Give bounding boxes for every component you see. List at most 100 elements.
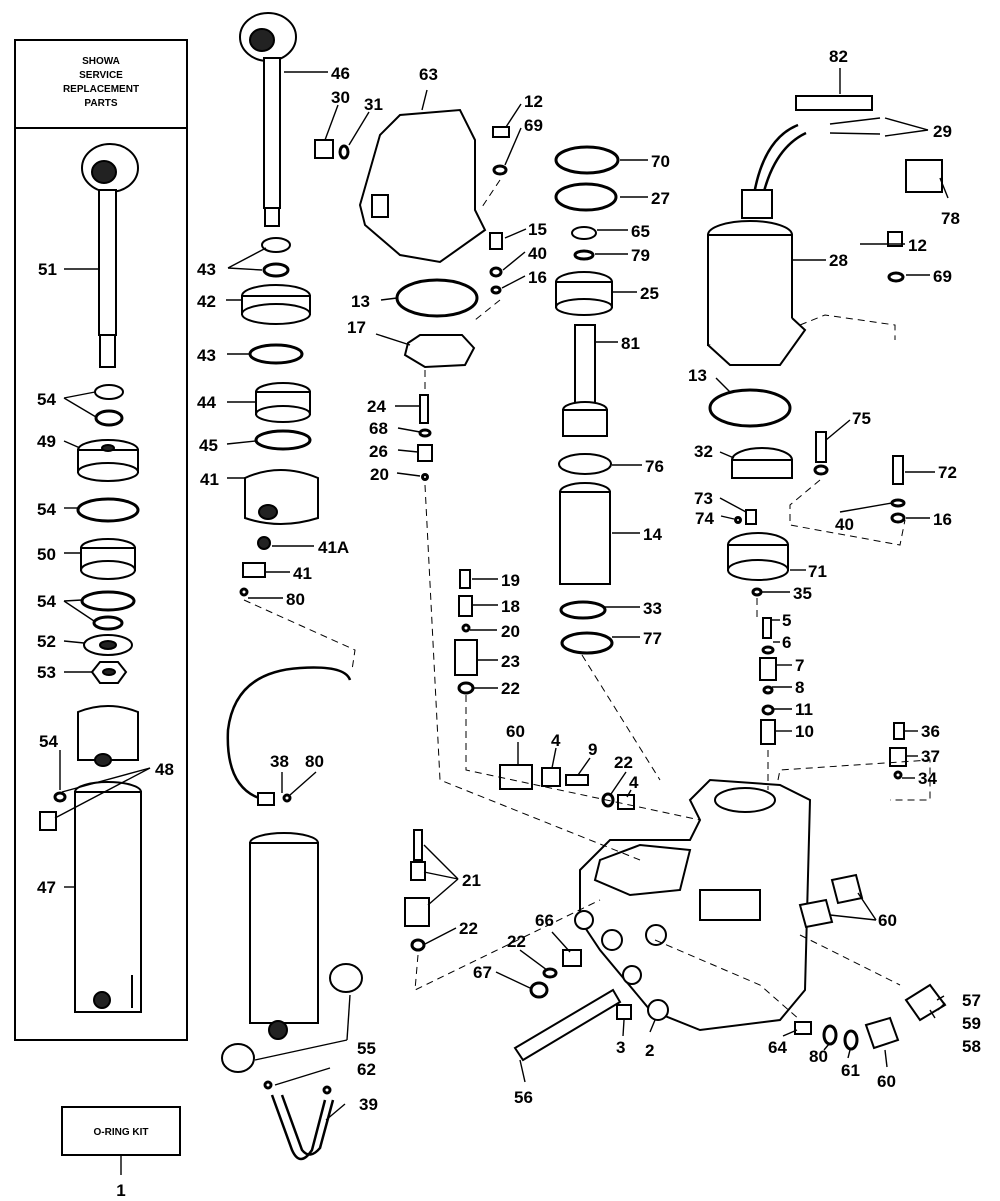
callout-53: 53 <box>37 663 56 682</box>
callout-60-b: 60 <box>878 911 897 930</box>
callout-68: 68 <box>369 419 388 438</box>
callout-13-right: 13 <box>688 366 707 385</box>
callout-81: 81 <box>621 334 640 353</box>
callout-71: 71 <box>808 562 827 581</box>
callout-5: 5 <box>782 611 791 630</box>
callout-3: 3 <box>616 1038 625 1057</box>
callout-13: 13 <box>351 292 370 311</box>
showa-parts-drawings <box>39 143 142 1013</box>
callout-12-right: 12 <box>908 236 927 255</box>
callout-77: 77 <box>643 629 662 648</box>
oring-kit-box: O-RING KIT 1 <box>61 1106 181 1200</box>
callout-67: 67 <box>473 963 492 982</box>
callout-34: 34 <box>918 769 937 788</box>
callout-60-c: 60 <box>877 1072 896 1091</box>
callout-58: 58 <box>962 1037 981 1056</box>
callout-30: 30 <box>331 88 350 107</box>
callout-41A: 41A <box>318 538 349 557</box>
callout-16: 16 <box>528 268 547 287</box>
callout-41: 41 <box>200 470 219 489</box>
callout-33: 33 <box>643 599 662 618</box>
callout-63: 63 <box>419 65 438 84</box>
callout-27: 27 <box>651 189 670 208</box>
assembly-lines <box>243 179 931 1021</box>
callout-51: 51 <box>38 260 57 279</box>
callout-6: 6 <box>782 633 791 652</box>
callout-11: 11 <box>795 700 813 719</box>
callout-47: 47 <box>37 878 56 897</box>
callout-38: 38 <box>270 752 289 771</box>
callout-7: 7 <box>795 656 804 675</box>
callout-9: 9 <box>588 740 597 759</box>
callout-21: 21 <box>462 871 481 890</box>
callout-80-b: 80 <box>305 752 324 771</box>
callout-62: 80 <box>809 1047 828 1066</box>
callout-69-right: 69 <box>933 267 952 286</box>
callout-54-d: 54 <box>39 732 58 751</box>
showa-line-1: SHOWA <box>82 56 120 67</box>
callout-28: 28 <box>829 251 848 270</box>
callout-57: 57 <box>962 991 981 1010</box>
callout-36: 36 <box>921 722 940 741</box>
callout-2: 2 <box>645 1041 654 1060</box>
callout-16-right: 16 <box>933 510 952 529</box>
callout-35: 35 <box>793 584 812 603</box>
callout-80-c: 62 <box>357 1060 376 1079</box>
center-parts <box>314 108 510 695</box>
callout-14: 14 <box>643 525 662 544</box>
callout-44: 44 <box>197 393 216 412</box>
callout-76: 76 <box>645 457 664 476</box>
callout-32: 32 <box>694 442 713 461</box>
callout-31: 31 <box>364 95 383 114</box>
callout-4: 4 <box>551 731 561 750</box>
callout-8: 8 <box>795 678 804 697</box>
callout-48: 48 <box>155 760 174 779</box>
callout-65: 65 <box>631 222 650 241</box>
callout-75: 75 <box>852 409 871 428</box>
callout-74: 74 <box>695 509 714 528</box>
callout-19: 19 <box>501 571 520 590</box>
callout-29: 29 <box>933 122 952 141</box>
showa-line-2: SERVICE <box>79 70 123 81</box>
callout-40-right: 40 <box>835 515 854 534</box>
callout-40: 40 <box>528 244 547 263</box>
callout-79: 79 <box>631 246 650 265</box>
showa-line-4: PARTS <box>84 98 117 109</box>
showa-line-3: REPLACEMENT <box>63 84 139 95</box>
callout-52: 52 <box>37 632 56 651</box>
callout-22-d: 22 <box>507 932 526 951</box>
callout-55: 55 <box>357 1039 376 1058</box>
callout-61: 61 <box>841 1061 860 1080</box>
callout-22-b: 22 <box>614 753 633 772</box>
leader-lines <box>54 68 949 1121</box>
callout-56: 56 <box>514 1088 533 1107</box>
oring-kit-label: O-RING KIT <box>94 1127 149 1138</box>
callout-54-b: 54 <box>37 500 56 519</box>
motor-column <box>707 95 943 780</box>
callout-43-b: 43 <box>197 346 216 365</box>
callout-41-b: 41 <box>293 564 312 583</box>
callout-60: 60 <box>506 722 525 741</box>
showa-parts-box: SHOWA SERVICE REPLACEMENT PARTS <box>14 39 188 1041</box>
callout-20: 20 <box>370 465 389 484</box>
callout-50: 50 <box>37 545 56 564</box>
callout-12: 12 <box>524 92 543 111</box>
callout-25: 25 <box>640 284 659 303</box>
callout-64: 64 <box>768 1038 787 1057</box>
callout-42: 42 <box>197 292 216 311</box>
callout-24: 24 <box>367 397 386 416</box>
callout-15: 15 <box>528 220 547 239</box>
callout-18: 18 <box>501 597 520 616</box>
callout-46: 46 <box>331 64 350 83</box>
callout-20-b: 20 <box>501 622 520 641</box>
tilt-rod-column <box>221 12 363 1161</box>
callout-17: 17 <box>347 318 366 337</box>
callout-69: 69 <box>524 116 543 135</box>
callout-73: 73 <box>694 489 713 508</box>
callout-82: 82 <box>829 47 848 66</box>
callout-22-c: 22 <box>459 919 478 938</box>
callout-54-c: 54 <box>37 592 56 611</box>
callout-78: 78 <box>941 209 960 228</box>
callout-labels: 46 63 82 30 31 12 69 70 29 27 78 51 43 1… <box>37 47 981 1114</box>
callout-59: 59 <box>962 1014 981 1033</box>
